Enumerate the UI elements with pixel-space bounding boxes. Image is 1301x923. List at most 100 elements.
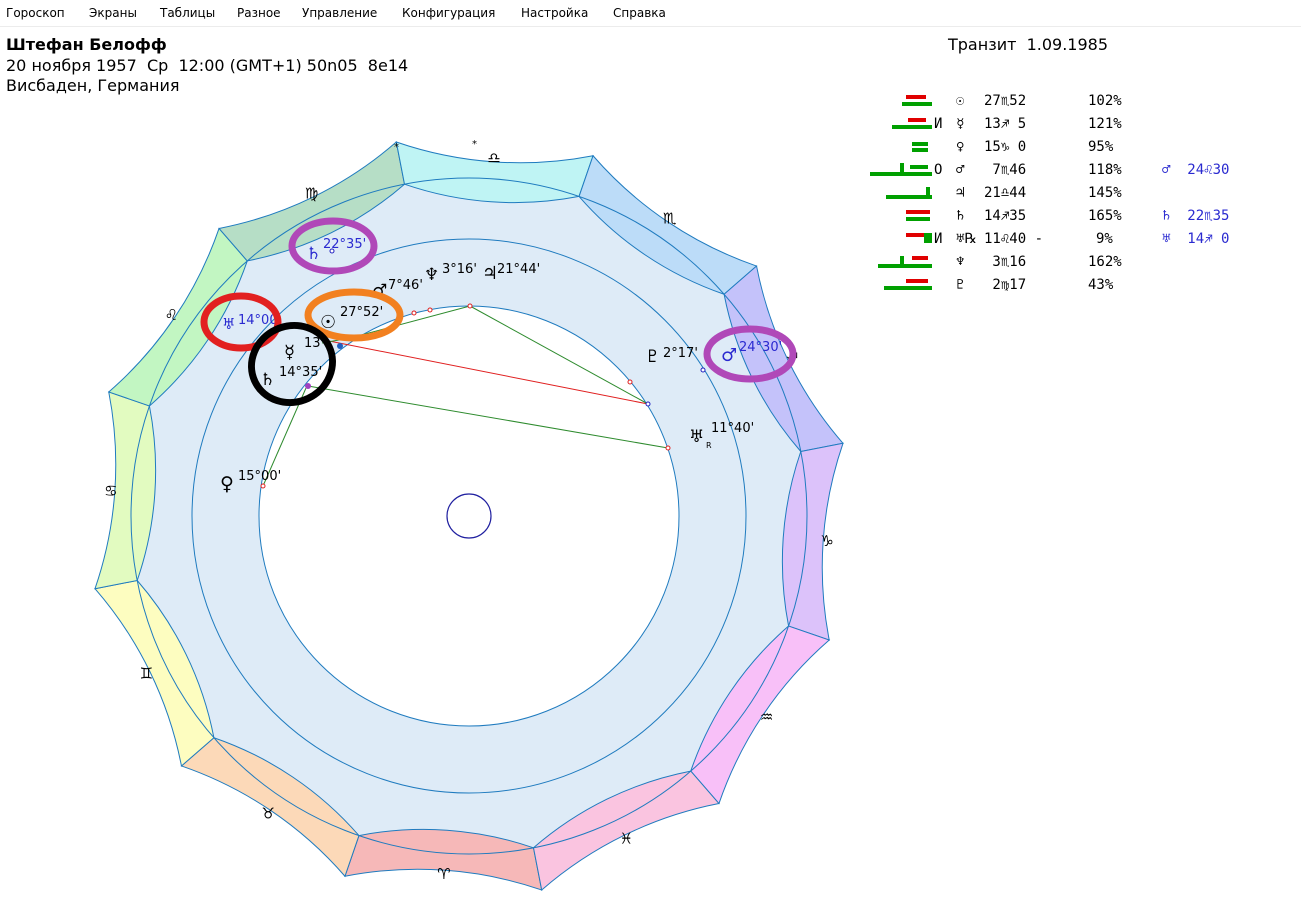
- libra-icon: ♎: [487, 149, 500, 167]
- planet-row-jupiter: ♃ 21♎44 145%: [858, 182, 1298, 205]
- menu-screens[interactable]: Экраны: [89, 6, 137, 20]
- transit-date: Транзит 1.09.1985: [948, 35, 1109, 54]
- highlight-orange-sun: [304, 288, 404, 342]
- planet-position: 14♐35: [984, 208, 1027, 224]
- aspect-marker: [665, 445, 671, 451]
- planet-flag: И: [934, 231, 943, 247]
- aspect-line-green: [307, 385, 669, 449]
- pluto-icon: ♇: [956, 277, 965, 293]
- natal-venus-label: 15°00': [238, 469, 281, 484]
- mercury-icon: ☿: [284, 342, 295, 363]
- jupiter-icon: ♃: [956, 185, 965, 201]
- strength-bar-red: [906, 210, 930, 214]
- aspect-marker: [337, 343, 343, 349]
- highlight-purple-saturn: [288, 217, 378, 275]
- menu-bar: Гороскоп Экраны Таблицы Разное Управлени…: [0, 0, 1301, 27]
- aspect-marker: [427, 307, 433, 313]
- planet-table: ☉ 27♏52 102% И ☿ 13♐ 5 121% ♀ 15♑ 0 95% …: [858, 90, 1298, 297]
- planet-percent: 43%: [1088, 277, 1114, 293]
- outer-chart-border: [130, 177, 808, 855]
- planet-position: 27♏52: [984, 93, 1027, 109]
- aspect-marker: [305, 383, 311, 389]
- menu-control[interactable]: Управление: [302, 6, 378, 20]
- transit-position: ♂ 24♌30: [1162, 162, 1230, 178]
- menu-configuration[interactable]: Конфигурация: [402, 6, 496, 20]
- planet-position: 13♐ 5: [984, 116, 1027, 132]
- strength-bar-green: [910, 165, 928, 169]
- planet-position: 7♏46: [984, 162, 1027, 178]
- strength-bar-green: [892, 125, 932, 129]
- venus-icon: ♀: [220, 473, 234, 495]
- birth-data: 20 ноября 1957 Ср 12:00 (GMT+1) 50n05 8e…: [6, 56, 409, 75]
- aspect-line-green: [469, 305, 649, 405]
- strength-bar-red: [906, 279, 928, 283]
- transit-uranus-label: 14°00': [238, 313, 281, 328]
- planet-row-pluto: ♇ 2♍17 43%: [858, 274, 1298, 297]
- aries-icon: ♈: [437, 865, 450, 883]
- pluto-icon: ♇: [645, 347, 660, 367]
- pisces-icon: ♓: [620, 830, 633, 848]
- taurus-icon: ♉: [262, 805, 275, 823]
- menu-settings[interactable]: Настройка: [521, 6, 589, 20]
- planet-flag: И: [934, 116, 943, 132]
- person-name: Штефан Белофф: [6, 35, 167, 54]
- scorpio-icon: ♏: [663, 209, 677, 227]
- aspect-marker: [467, 303, 473, 309]
- strength-bar-red: [906, 95, 926, 99]
- capricorn-icon: ♑: [820, 532, 833, 550]
- natal-mars-label: 7°46': [388, 278, 423, 293]
- natal-neptune-label: 3°16': [442, 262, 477, 277]
- planet-position: 11♌40 -: [984, 231, 1044, 247]
- menu-misc[interactable]: Разное: [237, 6, 281, 20]
- asterisk-mark: *: [394, 142, 399, 153]
- sun-icon: ☉: [320, 312, 336, 333]
- planet-row-mercury: И ☿ 13♐ 5 121%: [858, 113, 1298, 136]
- natal-jupiter-label: 21°44': [497, 262, 540, 277]
- natal-uranus-label: 11°40': [711, 421, 754, 436]
- planet-percent: 9%: [1096, 231, 1113, 247]
- mercury-icon: ☿: [956, 116, 965, 132]
- strength-bar-green: [884, 286, 932, 290]
- cancer-icon: ♋: [104, 482, 117, 500]
- planet-row-sun: ☉ 27♏52 102%: [858, 90, 1298, 113]
- strength-bar-green: [878, 264, 932, 268]
- asterisk-mark: *: [472, 139, 477, 150]
- planet-position: 21♎44: [984, 185, 1027, 201]
- saturn-icon: ♄: [260, 370, 275, 390]
- strength-bar-green: [912, 142, 928, 146]
- strength-bar-red: [906, 233, 926, 237]
- strength-bar-green: [912, 148, 928, 152]
- saturn-icon: ♄: [306, 244, 321, 264]
- menu-horoscope[interactable]: Гороскоп: [6, 6, 65, 20]
- zodiac-sector-pisces: [532, 770, 720, 891]
- planet-percent: 162%: [1088, 254, 1122, 270]
- planet-row-saturn: ♄ 14♐35 165% ♄ 22♏35: [858, 205, 1298, 228]
- planet-position: 15♑ 0: [984, 139, 1027, 155]
- sun-icon: ☉: [956, 93, 965, 109]
- strength-bar-green: [924, 233, 932, 243]
- uranus-icon: ♅: [222, 315, 235, 333]
- aquarius-icon: ♒: [760, 708, 773, 726]
- menu-help[interactable]: Справка: [613, 6, 666, 20]
- natal-mercury-label: 13: [304, 336, 321, 351]
- venus-icon: ♀: [956, 139, 965, 155]
- planet-row-venus: ♀ 15♑ 0 95%: [858, 136, 1298, 159]
- natal-sun-label: 27°52': [340, 305, 383, 320]
- aspect-marker: [645, 401, 651, 407]
- strength-bar-green: [900, 163, 904, 175]
- aspect-marker: [329, 248, 335, 254]
- aspect-line-green: [349, 305, 471, 339]
- menu-tables[interactable]: Таблицы: [160, 6, 216, 20]
- planet-percent: 165%: [1088, 208, 1122, 224]
- neptune-icon: ♆: [424, 265, 439, 285]
- planet-row-uranus: И ♅℞ 11♌40 - 9% ♅ 14♐ 0: [858, 228, 1298, 251]
- transit-mars-label: 24°30': [739, 340, 782, 355]
- leo-icon: ♌: [165, 306, 178, 324]
- transit-saturn-label: 22°35': [323, 237, 366, 252]
- gemini-icon: ♊: [140, 664, 153, 682]
- planet-percent: 118%: [1088, 162, 1122, 178]
- aspect-marker: [411, 310, 417, 316]
- zodiac-glyphs: ♈♉♊♋♌♍♎♏♐♑♒♓: [104, 149, 834, 883]
- strength-bar-green: [886, 195, 932, 199]
